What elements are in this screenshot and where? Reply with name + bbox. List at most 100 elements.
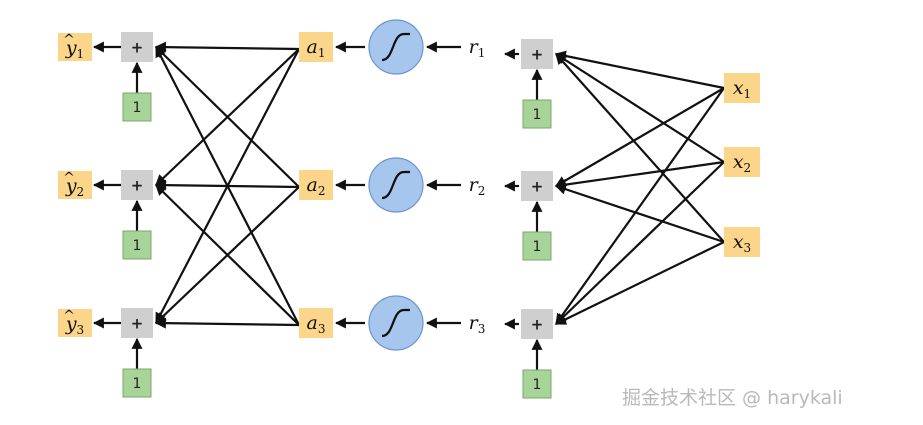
hidden-node-a2: a2 <box>299 170 333 200</box>
pre_activation-subscript: 3 <box>478 322 486 336</box>
input-box <box>724 73 760 103</box>
sigmoid-circle <box>368 295 424 351</box>
edge-a2-to-sum1 <box>155 46 300 188</box>
pre_activation-label: r3 <box>469 312 486 336</box>
bias-node-left-2: 1 <box>122 230 152 260</box>
pre_activation-symbol: r <box>469 174 480 196</box>
hidden-symbol: a <box>307 312 318 334</box>
input-node-x2: x2 <box>724 147 760 177</box>
output-subscript: 1 <box>77 47 85 61</box>
edge-x2-to-sum-right1 <box>555 53 725 163</box>
edge-x1-to-sum-right3 <box>555 87 725 325</box>
sum-node-right-2: + <box>521 171 553 201</box>
hat-accent: ^ <box>63 170 75 186</box>
sum-box <box>121 308 153 338</box>
watermark-text: 掘金技术社区 @ harykali <box>622 387 843 409</box>
input-box <box>724 147 760 177</box>
output-node-y1: ^y1 <box>58 32 92 61</box>
sum-box <box>521 309 553 339</box>
input-label: x1 <box>733 77 751 101</box>
plus-label: + <box>131 39 144 57</box>
pre-activation-r1: r1 <box>469 36 486 60</box>
hidden-box <box>299 170 333 200</box>
edge-x2-to-sum-right2 <box>554 160 725 191</box>
output-node-y2: ^y2 <box>58 170 92 199</box>
edge-a3-to-sum2 <box>155 184 300 326</box>
output-box <box>58 309 92 337</box>
sigmoid-curve <box>381 32 410 62</box>
sum-node-left-2: + <box>121 170 153 200</box>
bias-node-right-3: 1 <box>522 369 552 399</box>
edge-x3-to-sum-right2 <box>554 183 725 244</box>
output-box <box>58 171 92 199</box>
bias-label: 1 <box>133 238 142 254</box>
output-symbol: y <box>65 313 77 335</box>
hidden-box <box>299 308 333 338</box>
hidden-symbol: a <box>307 36 318 58</box>
bias-box <box>522 231 552 261</box>
bias-node-left-1: 1 <box>122 92 152 122</box>
input-symbol: x <box>733 231 744 253</box>
plus-label: + <box>531 316 544 334</box>
hidden-box <box>299 32 333 62</box>
sigmoid-icon <box>368 157 424 213</box>
hat-accent: ^ <box>63 308 75 324</box>
sum-box <box>121 170 153 200</box>
hidden-node-a3: a3 <box>299 308 333 338</box>
pre_activation-subscript: 1 <box>478 46 486 60</box>
plus-label: + <box>531 178 544 196</box>
bias-node-left-3: 1 <box>122 368 152 398</box>
edge-x2-to-sum-right3 <box>555 161 725 325</box>
input-subscript: 1 <box>744 87 752 101</box>
bias-box <box>122 368 152 398</box>
input-subscript: 3 <box>744 241 752 255</box>
bias-label: 1 <box>533 239 542 255</box>
pre_activation-symbol: r <box>469 312 480 334</box>
input-node-x1: x1 <box>724 73 760 103</box>
output-subscript: 3 <box>77 323 85 337</box>
sigmoid-icon <box>368 295 424 351</box>
input-symbol: x <box>733 77 744 99</box>
sum-box <box>121 32 153 62</box>
hidden-subscript: 1 <box>318 46 326 60</box>
hidden-node-a1: a1 <box>299 32 333 62</box>
output-symbol: y <box>65 37 77 59</box>
input-subscript: 2 <box>744 161 752 175</box>
sum-box <box>521 39 553 69</box>
sum-box <box>521 171 553 201</box>
output-label: y2 <box>65 175 84 199</box>
bias-node-right-2: 1 <box>522 231 552 261</box>
hidden-subscript: 3 <box>318 322 326 336</box>
sigmoid-circle <box>368 19 424 75</box>
pre_activation-label: r1 <box>469 36 486 60</box>
hidden-subscript: 2 <box>318 184 326 198</box>
output-subscript: 2 <box>77 185 85 199</box>
sigmoid-icon <box>368 19 424 75</box>
edge-x1-to-sum-right2 <box>555 87 725 187</box>
pre_activation-subscript: 2 <box>478 184 486 198</box>
bias-box <box>522 99 552 129</box>
hidden-label: a2 <box>307 174 326 198</box>
input-symbol: x <box>733 151 744 173</box>
sum-node-right-1: + <box>521 39 553 69</box>
pre_activation-symbol: r <box>469 36 480 58</box>
plus-label: + <box>131 315 144 333</box>
output-node-y3: ^y3 <box>58 308 92 337</box>
sigmoid-curve <box>381 308 410 338</box>
bias-label: 1 <box>533 107 542 123</box>
edge-a3-to-sum1 <box>155 46 300 326</box>
hidden-symbol: a <box>307 174 318 196</box>
sum-node-right-3: + <box>521 309 553 339</box>
bias-label: 1 <box>533 377 542 393</box>
hat-accent: ^ <box>63 32 75 48</box>
edge-x1-to-sum-right1 <box>554 50 725 90</box>
sum-node-left-1: + <box>121 32 153 62</box>
plus-label: + <box>131 177 144 195</box>
bias-label: 1 <box>133 376 142 392</box>
input-node-x3: x3 <box>724 227 760 257</box>
edge-a3-to-sum3 <box>154 317 300 329</box>
edge-x3-to-sum-right3 <box>555 241 725 325</box>
pre-activation-r2: r2 <box>469 174 486 198</box>
